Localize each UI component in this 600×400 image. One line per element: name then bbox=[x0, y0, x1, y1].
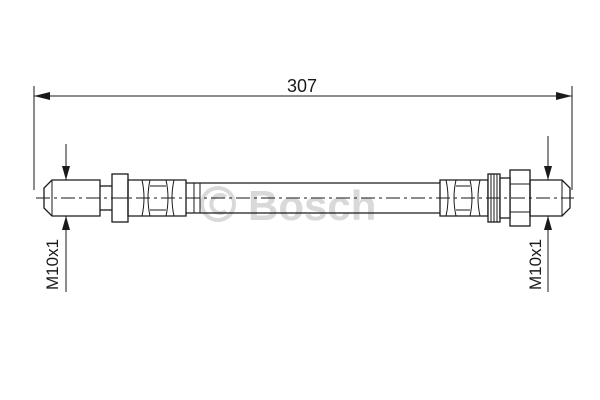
right-callout-bottom-arrow-icon bbox=[544, 216, 552, 230]
left-callout-top-arrow-icon bbox=[62, 166, 70, 180]
left-thread-callout: M10x1 bbox=[43, 144, 70, 292]
right-callout-top-arrow-icon bbox=[544, 166, 552, 180]
overall-length-dimension: 307 bbox=[33, 76, 573, 190]
right-crimp-groove-d bbox=[477, 179, 481, 217]
left-thread-label: M10x1 bbox=[43, 239, 62, 290]
right-thread-callout: M10x1 bbox=[526, 136, 552, 292]
copyright-circle-icon bbox=[200, 186, 236, 222]
dimension-arrow-right-icon bbox=[556, 92, 572, 100]
dimension-arrow-left-icon bbox=[34, 92, 50, 100]
left-crimp-ferrule bbox=[127, 179, 187, 217]
left-callout-bottom-arrow-icon bbox=[62, 216, 70, 230]
overall-length-label: 307 bbox=[287, 76, 317, 96]
right-thread-label: M10x1 bbox=[526, 239, 545, 290]
bosch-watermark: Bosch bbox=[200, 182, 376, 229]
watermark-brand: Bosch bbox=[248, 182, 376, 229]
